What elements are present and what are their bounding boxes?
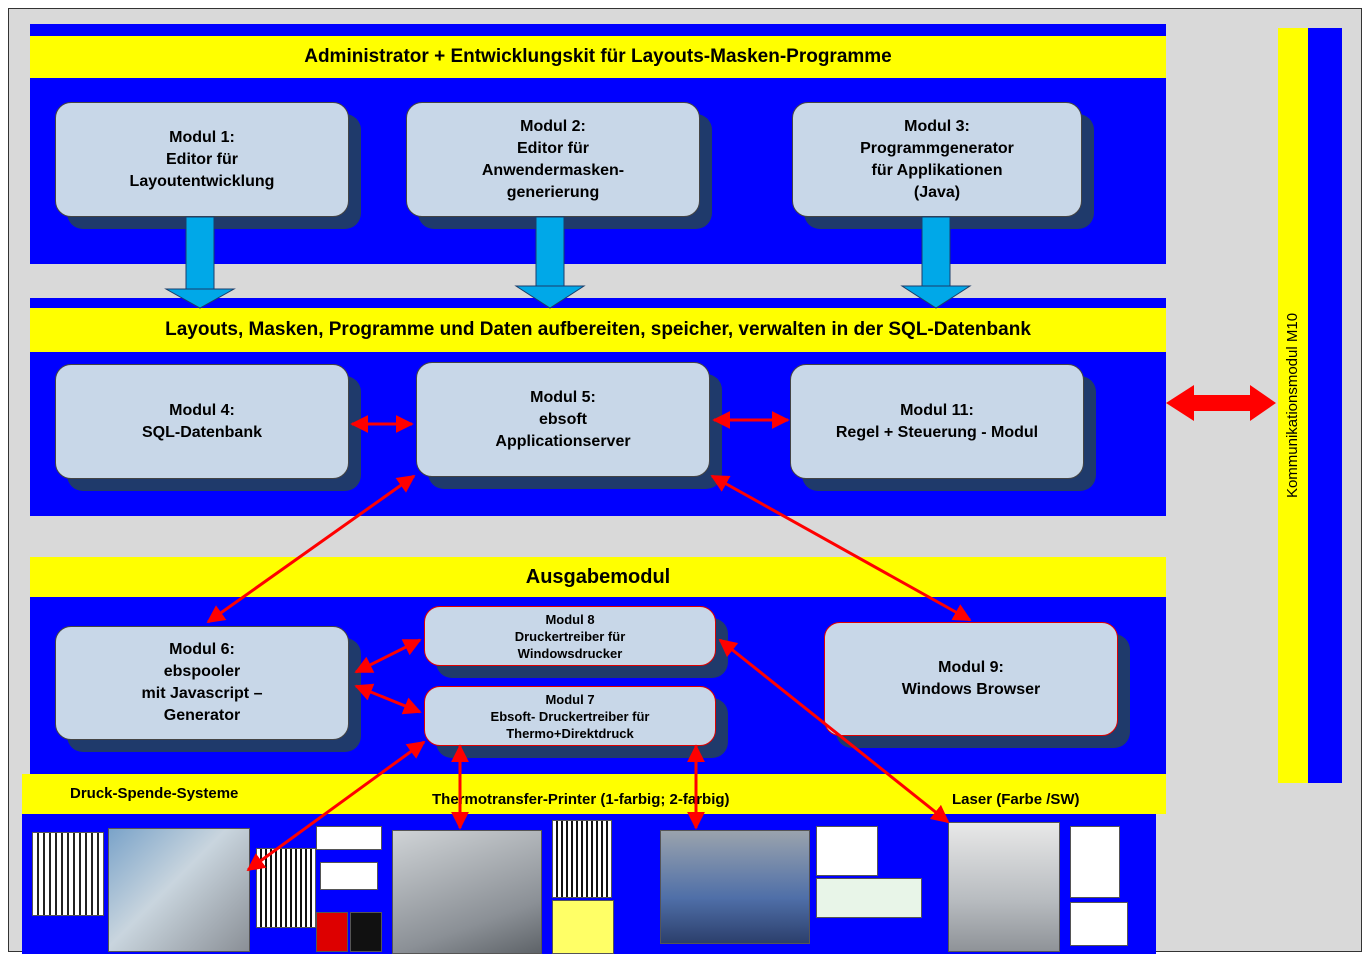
label-sample-10 bbox=[816, 878, 922, 918]
module-4-box: Modul 4: SQL-Datenbank bbox=[55, 364, 349, 479]
label-sample-9 bbox=[816, 826, 878, 876]
comm-double-arrow bbox=[1166, 385, 1276, 421]
laser-printer-photo bbox=[948, 822, 1060, 952]
module-5-box: Modul 5: ebsoft Applicationserver bbox=[416, 362, 710, 477]
arrow-m8-laser bbox=[718, 638, 950, 824]
arrow-m6-m8 bbox=[354, 638, 422, 674]
print-apply-machine-photo bbox=[108, 828, 250, 952]
label-sample-7 bbox=[552, 820, 612, 898]
label-sample-11 bbox=[1070, 826, 1120, 898]
storage-title: Layouts, Masken, Programme und Daten auf… bbox=[30, 308, 1166, 352]
thermo-label: Thermotransfer-Printer (1-farbig; 2-farb… bbox=[432, 791, 730, 808]
cyan-arrow-3 bbox=[900, 216, 972, 309]
module-2-box: Modul 2: Editor für Anwendermasken- gene… bbox=[406, 102, 700, 217]
label-sample-6 bbox=[350, 912, 382, 952]
label-sample-12 bbox=[1070, 902, 1128, 946]
arrow-m5-m9 bbox=[710, 474, 972, 622]
direct-print-machine-photo bbox=[660, 830, 810, 944]
cyan-arrow-2 bbox=[514, 216, 586, 309]
arrow-m5-m6 bbox=[206, 474, 416, 624]
admin-title: Administrator + Entwicklungskit für Layo… bbox=[30, 36, 1166, 78]
module-11-box: Modul 11: Regel + Steuerung - Modul bbox=[790, 364, 1084, 479]
laser-label: Laser (Farbe /SW) bbox=[952, 791, 1080, 808]
module-6-box: Modul 6: ebspooler mit Javascript – Gene… bbox=[55, 626, 349, 740]
arrow-m6-m7 bbox=[354, 683, 422, 715]
label-sample-5 bbox=[316, 912, 348, 952]
module-1-box: Modul 1: Editor für Layoutentwicklung bbox=[55, 102, 349, 217]
printer-category-bar bbox=[22, 774, 1166, 814]
cyan-arrow-1 bbox=[164, 216, 236, 309]
comm-module-bar: Kommunikationsmodul M10 bbox=[1278, 28, 1308, 783]
module-7-box: Modul 7 Ebsoft- Druckertreiber für Therm… bbox=[424, 686, 716, 746]
label-sample-1 bbox=[32, 832, 104, 916]
module-8-box: Modul 8 Druckertreiber für Windowsdrucke… bbox=[424, 606, 716, 666]
arrow-m7-druckspende bbox=[246, 740, 426, 872]
druck-spende-label: Druck-Spende-Systeme bbox=[70, 785, 239, 802]
label-sample-8 bbox=[552, 900, 614, 954]
module-3-box: Modul 3: Programmgenerator für Applikati… bbox=[792, 102, 1082, 217]
